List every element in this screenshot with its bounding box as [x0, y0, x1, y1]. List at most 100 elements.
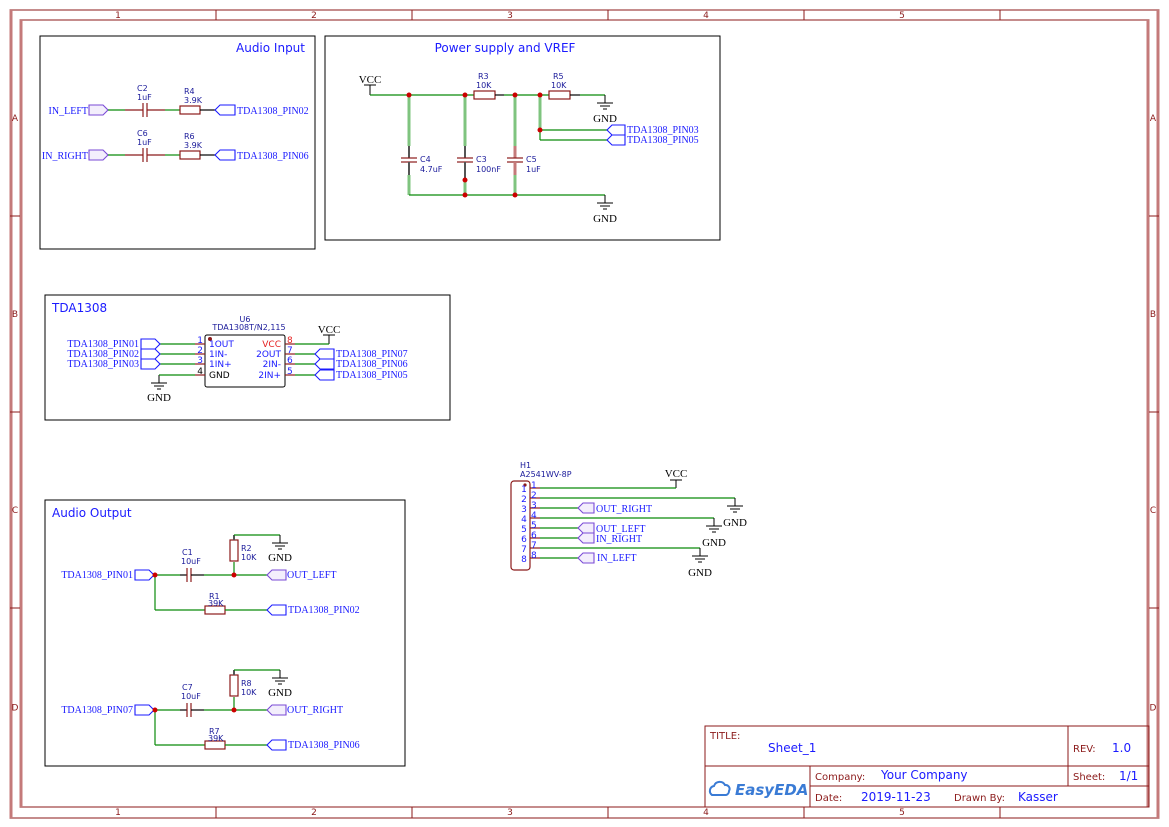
gnd-label: GND — [593, 113, 617, 125]
pin-number: 2 — [197, 346, 203, 356]
out-right-port[interactable] — [577, 502, 595, 514]
resistor-r4[interactable] — [179, 105, 201, 115]
net-label-pin06: TDA1308_PIN06 — [237, 151, 309, 162]
value-c5: 1uF — [526, 165, 541, 174]
pin-number: 7 — [287, 346, 293, 356]
ref-cap: C1 — [182, 548, 193, 557]
pin-name: 2IN+ — [258, 371, 281, 381]
pin-number: 4 — [521, 515, 527, 525]
net-label: TDA1308_PIN03 — [67, 359, 139, 370]
ref-u6: U6 — [240, 315, 251, 324]
pin-number: 3 — [197, 356, 203, 366]
frame-row-label: A — [1150, 114, 1157, 124]
title-label: TITLE: — [709, 731, 740, 742]
value-cap: 10uF — [181, 557, 201, 566]
part-h1: A2541WV-8P — [520, 470, 572, 479]
company-label: Company: — [815, 772, 865, 783]
rev-value: 1.0 — [1112, 741, 1131, 755]
in-left-port-h1[interactable] — [577, 552, 595, 564]
net-port[interactable] — [140, 358, 161, 370]
ref-c5: C5 — [526, 155, 537, 164]
net-port[interactable] — [140, 338, 161, 350]
pin-name: 1OUT — [209, 340, 234, 350]
pin-number: 5 — [287, 367, 293, 377]
pin-number: 8 — [531, 551, 537, 561]
pin03-port[interactable] — [606, 124, 626, 136]
power-supply-block: Power supply and VREF VCC GND R3 10K R5 … — [324, 35, 721, 241]
in-left-port[interactable] — [88, 104, 109, 116]
net-port[interactable] — [314, 348, 335, 360]
net-port-output[interactable] — [266, 569, 287, 581]
net-label-pin02: TDA1308_PIN02 — [237, 106, 309, 117]
pin-number: 2 — [531, 491, 537, 501]
ref-r3: R3 — [478, 72, 489, 81]
pin-name: GND — [209, 371, 230, 381]
frame-col-label: 3 — [507, 808, 513, 818]
resistor-r3[interactable] — [473, 90, 496, 100]
value-feedback: 39K — [208, 599, 224, 608]
frame-row-label: B — [1150, 310, 1156, 320]
pin05-port[interactable] — [606, 134, 626, 146]
pin-number: 6 — [531, 531, 537, 541]
resistor-pulldown[interactable] — [229, 539, 239, 562]
in-right-port-h1[interactable] — [577, 532, 595, 544]
block-title: TDA1308 — [51, 301, 107, 315]
drawn-by-label: Drawn By: — [954, 793, 1005, 804]
date-label: Date: — [815, 793, 842, 804]
pin-number: 7 — [521, 545, 527, 555]
pin-number: 1 — [197, 336, 203, 346]
pin-number: 3 — [531, 501, 537, 511]
sheet-title: Sheet_1 — [768, 741, 816, 755]
frame-col-label: 5 — [899, 11, 905, 21]
ref-r4: R4 — [184, 87, 195, 96]
frame-row-label: B — [12, 310, 18, 320]
in-right-port[interactable] — [88, 149, 109, 161]
pin-number: 5 — [521, 525, 527, 535]
out-left-port[interactable] — [577, 522, 595, 534]
net-port-input[interactable] — [134, 704, 155, 716]
ref-r6: R6 — [184, 132, 195, 141]
pin-name: 1IN- — [209, 350, 227, 360]
pin02-port[interactable] — [214, 104, 236, 116]
net-port[interactable] — [140, 348, 161, 360]
net-label-in-left: IN_LEFT — [597, 553, 636, 564]
resistor-r5[interactable] — [548, 90, 571, 100]
frame-row-label: D — [1150, 704, 1157, 714]
value-r6: 3.9K — [184, 141, 203, 150]
net-label: TDA1308_PIN06 — [288, 740, 360, 751]
net-port-feedback[interactable] — [266, 604, 287, 616]
net-label-pin05: TDA1308_PIN05 — [627, 135, 699, 146]
date-value: 2019-11-23 — [861, 790, 931, 804]
net-label-in-left: IN_LEFT — [49, 106, 88, 117]
resistor-pulldown[interactable] — [229, 674, 239, 697]
resistor-r6[interactable] — [179, 150, 201, 160]
value-r4: 3.9K — [184, 96, 203, 105]
net-port[interactable] — [314, 358, 335, 370]
ref-pulldown: R2 — [241, 544, 252, 553]
pin-number: 7 — [531, 541, 537, 551]
net-label: TDA1308_PIN06 — [336, 359, 408, 370]
net-port-output[interactable] — [266, 704, 287, 716]
rev-label: REV: — [1073, 744, 1096, 755]
value-pulldown: 10K — [241, 553, 257, 562]
pin-number: 6 — [287, 356, 293, 366]
net-port-input[interactable] — [134, 569, 155, 581]
net-label-in-right: IN_RIGHT — [596, 534, 642, 545]
ref-feedback: R7 — [209, 727, 220, 736]
block-title: Power supply and VREF — [435, 41, 576, 55]
pin06-port[interactable] — [214, 149, 236, 161]
frame-col-label: 1 — [115, 808, 121, 818]
net-port-feedback[interactable] — [266, 739, 287, 751]
connector-h1[interactable] — [510, 480, 531, 571]
net-port[interactable] — [314, 369, 335, 381]
net-label-out-left: OUT_LEFT — [596, 524, 645, 535]
value-pulldown: 10K — [241, 688, 257, 697]
frame-col-label: 1 — [115, 11, 121, 21]
ref-h1: H1 — [520, 461, 531, 470]
frame-col-label: 2 — [311, 11, 317, 21]
net-label: TDA1308_PIN01 — [61, 570, 133, 581]
pin-number: 1 — [521, 485, 527, 495]
ic-u6[interactable] — [204, 334, 286, 388]
ref-r5: R5 — [553, 72, 564, 81]
